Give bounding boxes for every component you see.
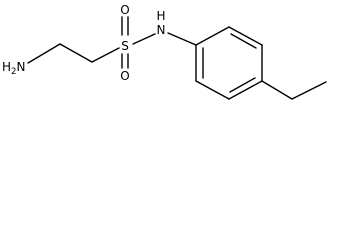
bond-ch2-s xyxy=(91,47,120,63)
oxygen-bottom-label: O xyxy=(120,69,129,83)
bond-ch2-ch3 xyxy=(291,81,327,100)
amide-h-label: H xyxy=(156,9,165,23)
ring-bond-5 xyxy=(195,80,230,100)
ring-double-2 xyxy=(229,77,256,93)
amine-n: N xyxy=(16,60,25,74)
amine-label: H2N xyxy=(2,60,25,77)
bond-n-ring xyxy=(167,32,197,46)
ring-bond-2 xyxy=(228,26,263,46)
bond-s-n xyxy=(132,33,156,45)
bond-ring-ch2 xyxy=(261,80,293,100)
sulfur-label: S xyxy=(121,39,129,53)
ring-double-1 xyxy=(230,33,257,49)
ring-bond-1 xyxy=(195,26,230,46)
amide-n-label: N xyxy=(157,23,166,37)
amine-h: H xyxy=(2,60,11,74)
molecule-structure: H2N S O O N H xyxy=(2,3,327,100)
ring-bond-4 xyxy=(228,80,263,100)
bond-ch2-ch2 xyxy=(59,43,93,63)
amine-subscript: 2 xyxy=(11,67,16,77)
bond-n-ch2 xyxy=(27,43,61,64)
oxygen-top-label: O xyxy=(120,3,129,17)
